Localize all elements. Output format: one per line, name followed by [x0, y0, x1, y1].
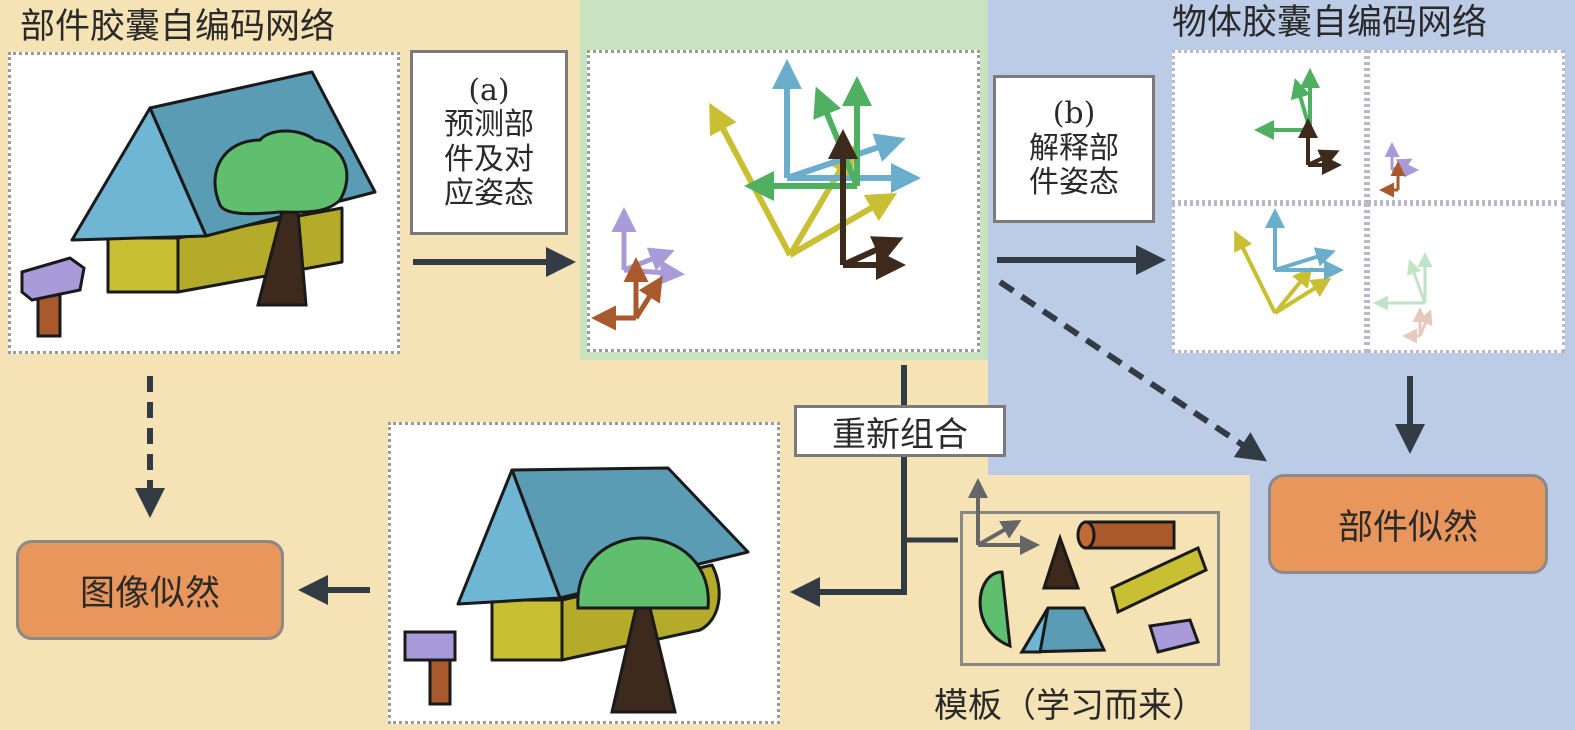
input-hammer	[20, 256, 86, 338]
step-a-label: (a) 预测部 件及对 应姿态	[410, 50, 568, 235]
arrow-recombine	[790, 365, 907, 607]
object-quadrant-2	[1367, 50, 1565, 203]
templates-content	[968, 478, 1208, 654]
recon-hammer	[403, 630, 457, 706]
part-likelihood-box: 部件似然	[1268, 474, 1548, 574]
step-a-line-2: 件及对	[444, 141, 534, 177]
templates-label: 模板（学习而来）	[934, 686, 1206, 726]
step-b-line-1: 解释部	[1029, 130, 1119, 166]
object-quadrant-4	[1367, 203, 1565, 353]
object-2-frames	[1379, 142, 1419, 198]
pose-frame-dark-brown	[828, 129, 906, 280]
recombine-label: 重新组合	[794, 405, 1006, 457]
step-a-line-3: 应姿态	[444, 176, 534, 211]
templates-box	[960, 511, 1220, 666]
dashed-arrows	[135, 279, 1267, 518]
pose-frame-purple	[611, 207, 685, 286]
pose-frame-yellow	[709, 102, 898, 258]
pose-frame-orange-brown	[591, 257, 663, 331]
object-4-frames	[1373, 252, 1433, 344]
step-b-line-2: 件姿态	[1029, 165, 1119, 201]
pose-frame-blue	[772, 59, 921, 193]
step-b-label: (b) 解释部 件姿态	[993, 75, 1155, 223]
step-a-line-1: 预测部	[444, 107, 534, 142]
step-a-tag: (a)	[468, 72, 510, 108]
object-3-frames	[1234, 208, 1344, 315]
object-1-frames	[1254, 68, 1342, 175]
object-capsule-title: 物体胶囊自编码网络	[1172, 3, 1488, 43]
dashed-arrow-to-part-likelihood	[998, 279, 1267, 462]
image-likelihood-box: 图像似然	[16, 540, 284, 640]
recon-tree	[576, 536, 710, 714]
input-tree	[213, 129, 349, 307]
part-capsule-title: 部件胶囊自编码网络	[20, 7, 336, 47]
step-b-tag: (b)	[1052, 96, 1096, 132]
